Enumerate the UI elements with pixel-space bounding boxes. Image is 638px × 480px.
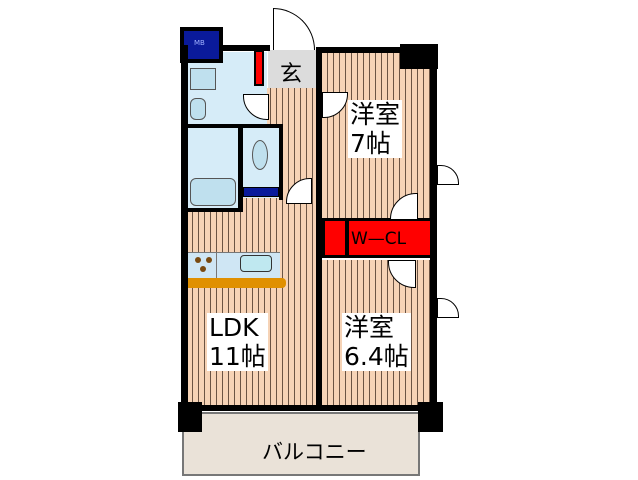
- room-size: 6.4帖: [344, 342, 409, 371]
- ldk-label: LDK 11帖: [207, 313, 268, 371]
- wall: [181, 45, 188, 410]
- window-sash: [437, 298, 459, 318]
- toilet-bowl: [252, 140, 268, 170]
- kitchen-top: [187, 278, 286, 288]
- stove: [187, 252, 217, 280]
- meter-box-label: MB: [194, 39, 205, 47]
- balcony-label: バルコニー: [262, 440, 367, 464]
- room-size: 7帖: [350, 129, 391, 158]
- front-door[interactable]: [273, 8, 315, 50]
- entrance-label: 玄: [280, 62, 303, 87]
- shoe-cabinet: [254, 50, 264, 86]
- western-room-2-label: 洋室 6.4帖: [342, 313, 411, 371]
- window-sash: [437, 165, 459, 185]
- western-room-1-label: 洋室 7帖: [348, 100, 403, 158]
- balcony: バルコニー: [182, 412, 420, 476]
- walk-in-closet: W—CL: [322, 218, 434, 258]
- sink: [240, 255, 272, 272]
- room-name: 洋室: [344, 313, 395, 342]
- room-name: LDK: [209, 313, 259, 342]
- room-name: 洋室: [350, 100, 401, 129]
- ldk-floor: [187, 198, 317, 406]
- washbasin: [190, 68, 216, 90]
- washing-machine: [190, 98, 206, 120]
- toilet-shelf: [243, 187, 279, 197]
- entrance: 玄: [268, 50, 316, 88]
- pillar: [178, 402, 202, 432]
- pillar: [418, 402, 443, 432]
- room-size: 11帖: [209, 342, 266, 371]
- bathtub: [190, 178, 236, 206]
- closet-label: W—CL: [351, 229, 407, 249]
